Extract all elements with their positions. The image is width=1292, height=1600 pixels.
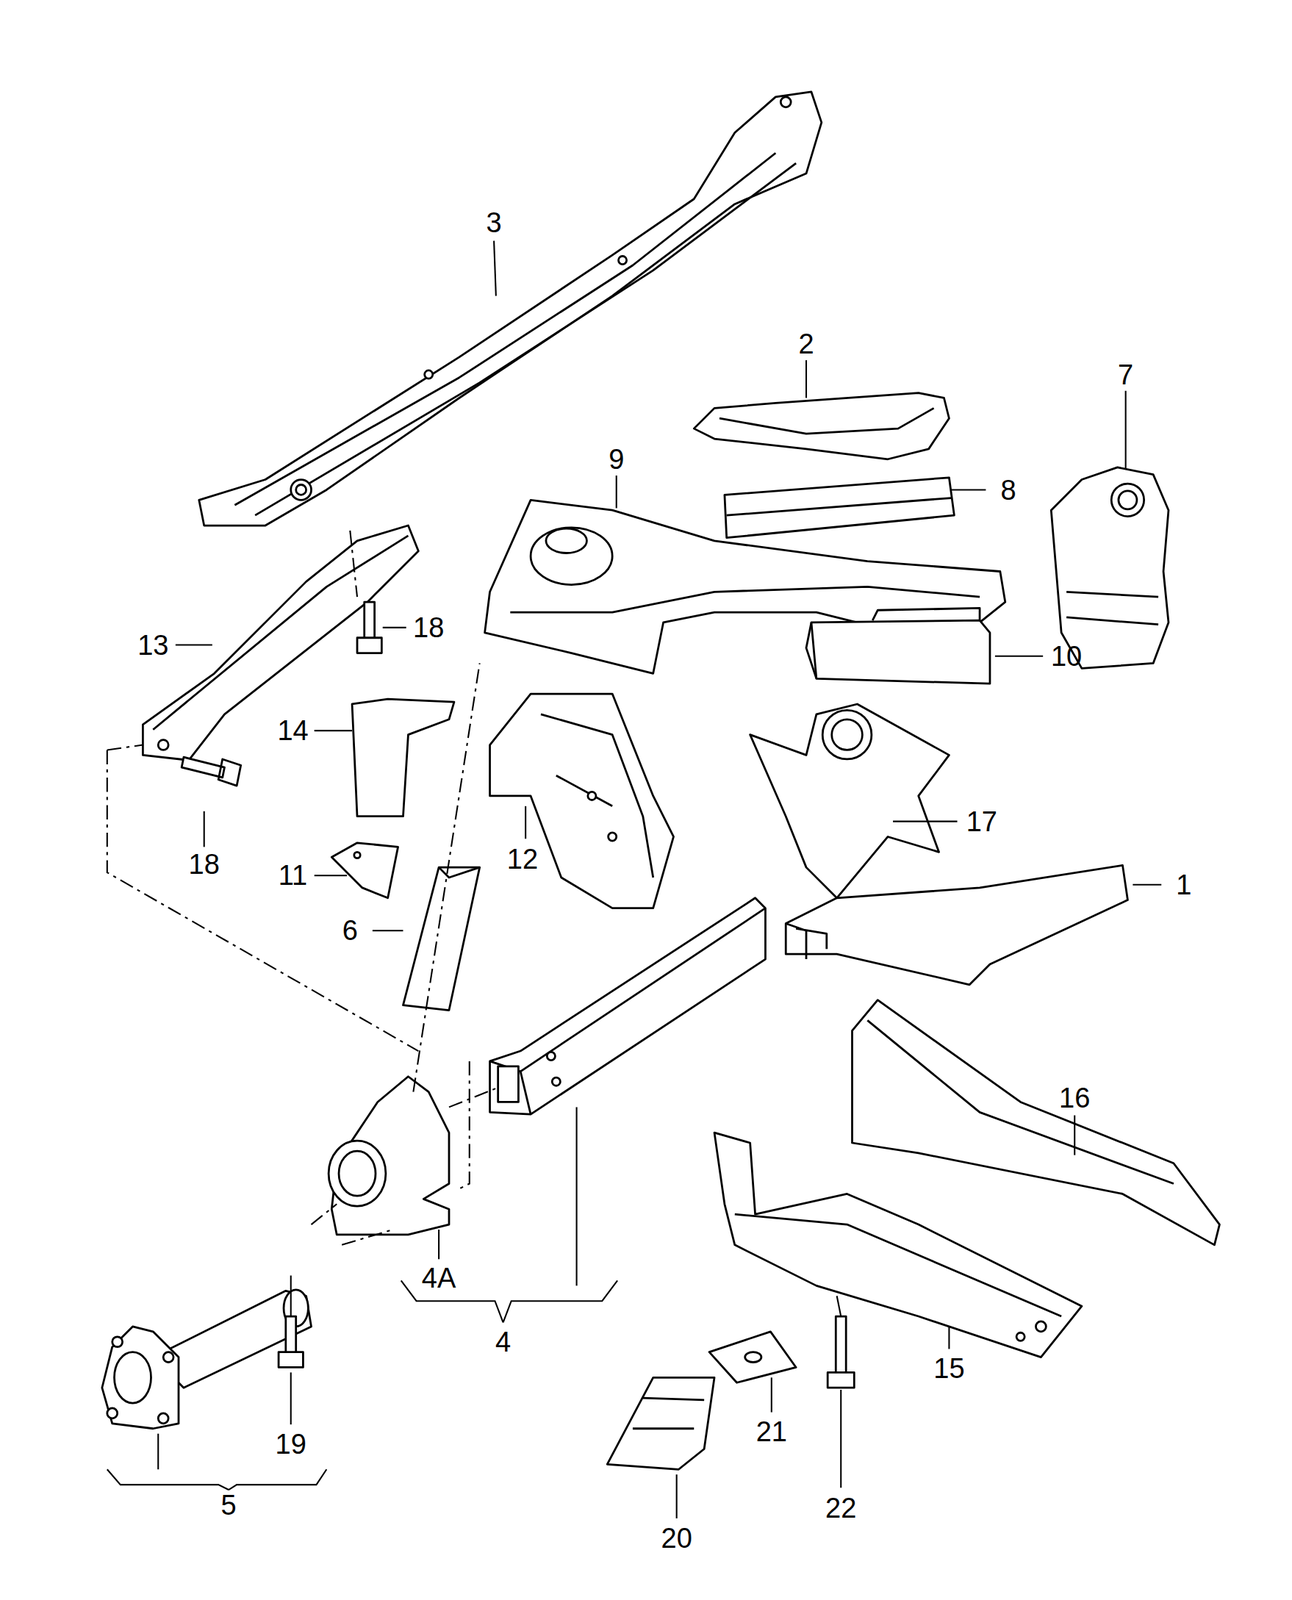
bolt: [357, 601, 382, 653]
square-nut: [709, 1331, 796, 1383]
callout-number: 17: [964, 806, 1000, 838]
callout-number: 8: [998, 474, 1018, 506]
long-member: [199, 91, 822, 526]
callout-number: 3: [484, 207, 505, 239]
small-bracket: [331, 842, 398, 899]
bolt: [181, 756, 242, 786]
callout-number: 18: [410, 612, 447, 644]
callout-number: 20: [659, 1522, 695, 1554]
bolt: [827, 1316, 854, 1388]
callout-number: 19: [273, 1428, 309, 1460]
callout-number: 1: [1173, 869, 1194, 901]
support-part: [490, 693, 674, 909]
callout-number: 16: [1056, 1082, 1093, 1114]
box-section: [806, 620, 990, 684]
callout-number: 14: [274, 715, 311, 746]
mount-bracket: [331, 1076, 450, 1235]
panel-part: [1050, 467, 1169, 669]
callout-number: 5: [218, 1489, 239, 1521]
box-tube: [490, 898, 766, 1115]
flange: [102, 1326, 179, 1429]
bracket-part: [693, 393, 949, 460]
callout-number: 4A: [419, 1262, 458, 1294]
bracket-part: [750, 704, 950, 899]
callout-number: 7: [1115, 359, 1136, 391]
callout-number: 11: [276, 859, 310, 891]
callout-number: 9: [606, 443, 627, 475]
bent-tube: [785, 865, 1128, 985]
rail-part: [714, 1132, 1082, 1357]
callout-number: 2: [795, 328, 816, 360]
bolt: [278, 1316, 303, 1367]
callout-number: 4: [493, 1326, 513, 1358]
gusset: [352, 698, 455, 817]
callout-number: 12: [504, 843, 541, 875]
long-rail: [852, 1000, 1220, 1245]
callout-number: 15: [931, 1352, 967, 1384]
callout-number: 13: [135, 629, 171, 661]
callout-number: 6: [340, 914, 361, 946]
clip-part: [607, 1377, 715, 1470]
callout-number: 10: [1048, 640, 1085, 672]
callout-number: 22: [823, 1492, 859, 1524]
strip-part: [403, 867, 480, 1010]
channel-part: [724, 477, 954, 538]
callout-number: 18: [186, 848, 222, 880]
callout-number: 21: [754, 1416, 790, 1448]
